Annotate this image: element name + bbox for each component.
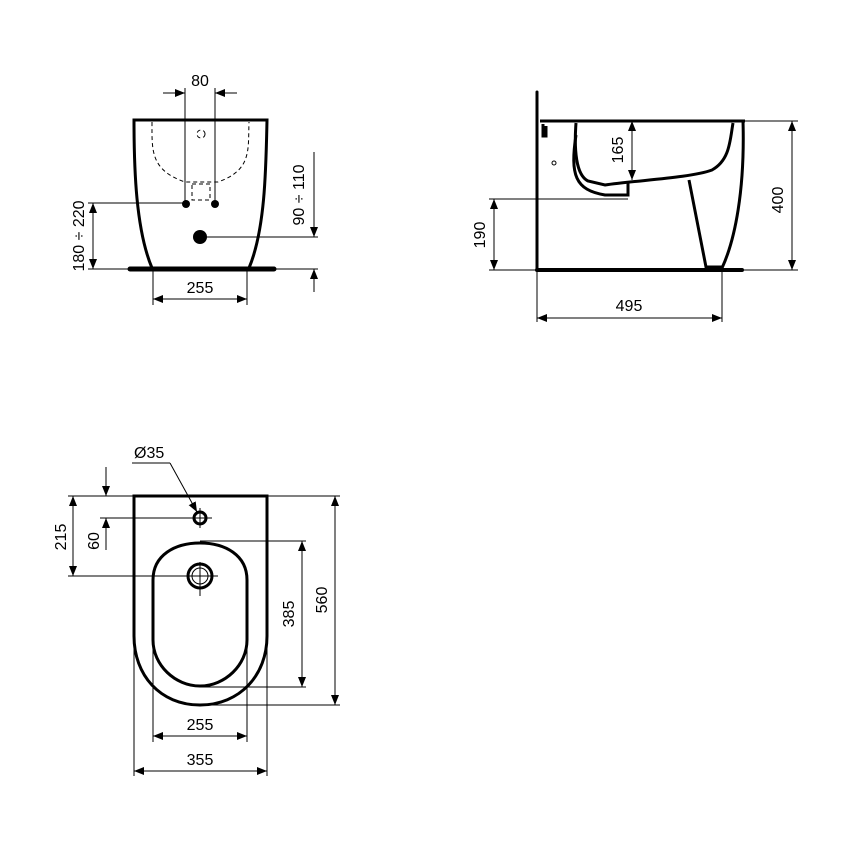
side-view: 165 400 190 495 — [472, 90, 798, 322]
front-bowl-hidden — [151, 121, 250, 183]
dim-400: 400 — [770, 187, 787, 214]
dim-215: 215 — [53, 524, 70, 551]
top-view: Ø35 60 215 385 560 255 355 — [53, 445, 340, 776]
front-view: 80 180 ÷ 220 90 ÷ 110 255 — [71, 73, 318, 305]
dim-495: 495 — [616, 298, 643, 315]
water-inlet-left — [182, 200, 190, 208]
dim-355: 355 — [187, 752, 214, 769]
dim-255-top: 255 — [187, 717, 214, 734]
dim-255-front: 255 — [187, 280, 214, 297]
dim-80: 80 — [191, 73, 209, 90]
dim-190: 190 — [472, 222, 489, 249]
front-taphole-hidden — [196, 129, 206, 139]
dim-165: 165 — [610, 137, 627, 164]
dim-tap-diameter: Ø35 — [134, 445, 164, 462]
front-drain-hidden — [191, 183, 211, 201]
dim-90-110: 90 ÷ 110 — [291, 164, 308, 225]
dim-180-220: 180 ÷ 220 — [71, 200, 88, 271]
side-front-curve — [720, 120, 745, 269]
dim-385: 385 — [281, 601, 298, 628]
front-body-outline — [132, 118, 269, 270]
dim-560: 560 — [314, 587, 331, 614]
dim-60: 60 — [86, 532, 103, 550]
side-bowl — [573, 122, 735, 187]
